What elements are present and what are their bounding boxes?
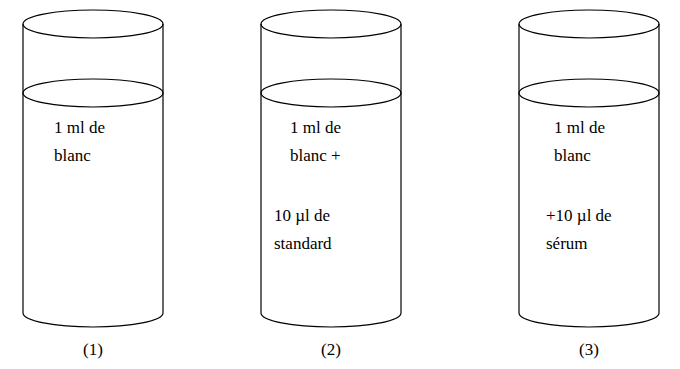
beaker-number: (2) (321, 340, 341, 360)
beaker-outline (518, 10, 660, 328)
beaker-content: +10 µl de sérum (546, 202, 630, 258)
beaker-number: (3) (579, 340, 599, 360)
beaker-content: 1 ml de blanc (54, 114, 134, 170)
beaker-content: 10 µl de standard (274, 202, 354, 258)
beaker: 1 ml de blanc (22, 10, 164, 328)
beaker-number: (1) (83, 340, 103, 360)
beaker: 1 ml de blanc + 10 µl de standard (260, 10, 402, 328)
beaker-content: 1 ml de blanc + (290, 114, 370, 170)
beaker-outline (260, 10, 402, 328)
beaker-content: 1 ml de blanc (554, 114, 634, 170)
beaker-outline (22, 10, 164, 328)
beaker: 1 ml de blanc +10 µl de sérum (518, 10, 660, 328)
